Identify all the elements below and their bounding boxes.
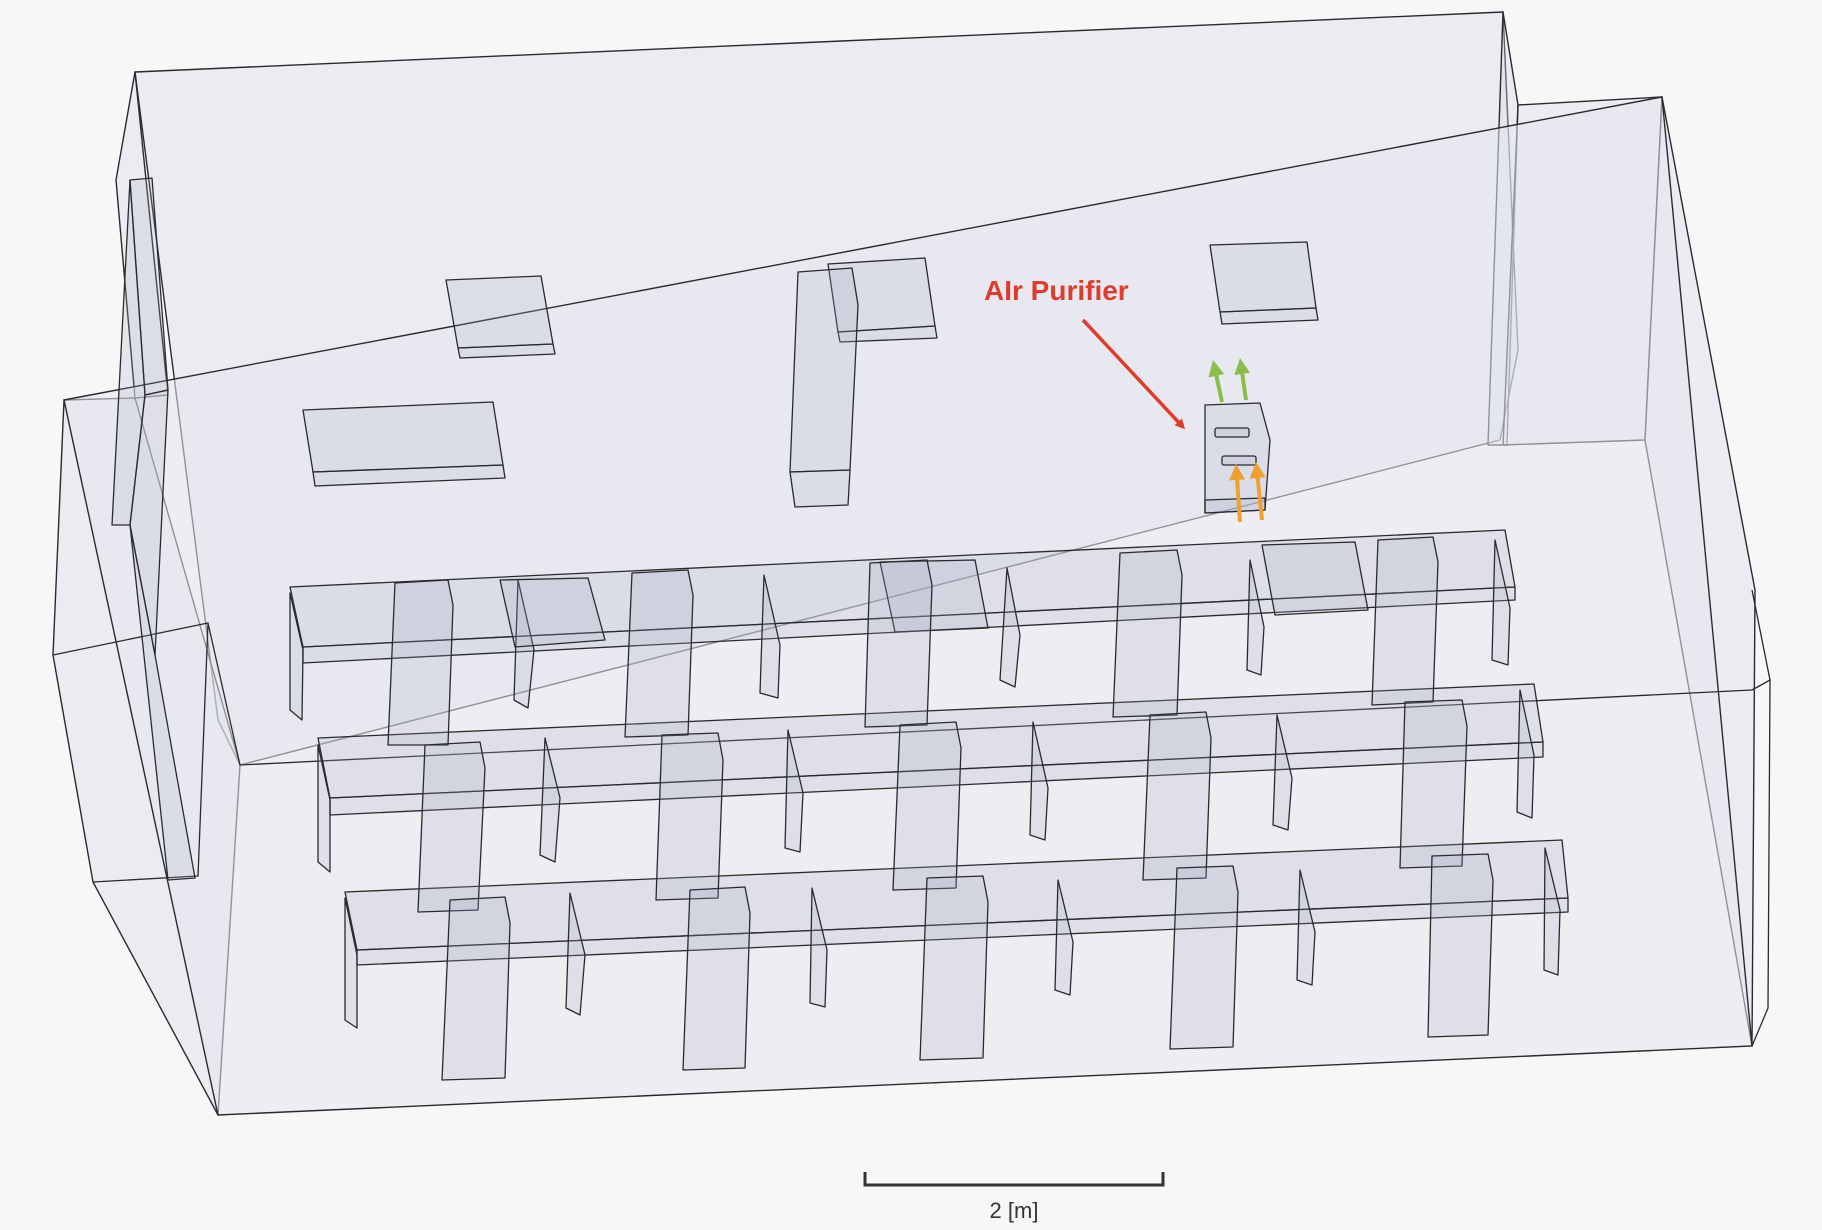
outlet-arrow	[1208, 360, 1225, 403]
air-purifier-body	[1204, 402, 1271, 514]
wall-cabinet	[302, 401, 504, 473]
purifier-outlet-slot	[1214, 427, 1250, 438]
back-wall-fixtures	[302, 241, 1319, 508]
back-column	[789, 267, 859, 473]
air-purifier	[1204, 402, 1271, 514]
scale-bar-line	[863, 1172, 1165, 1187]
purifier-annotation: AIr Purifier	[984, 275, 1186, 430]
annotation-label: AIr Purifier	[984, 275, 1129, 306]
annotation-pointer-arrow	[1081, 318, 1186, 430]
ceiling-vent-3	[1209, 241, 1317, 313]
purifier-inlet-slot	[1221, 455, 1257, 466]
inlet-arrows	[1229, 462, 1266, 523]
computer-towers	[387, 536, 1494, 1081]
ceiling-vent-1	[445, 275, 554, 349]
desk-rows	[289, 529, 1569, 1029]
inlet-arrow	[1249, 462, 1266, 521]
room-shell	[52, 11, 1771, 1116]
outlet-arrows	[1208, 358, 1251, 403]
inlet-arrow	[1229, 464, 1246, 523]
outlet-arrow	[1234, 358, 1251, 401]
scale-bar-label: 2 [m]	[990, 1198, 1039, 1223]
scale-bar: 2 [m]	[863, 1172, 1165, 1223]
flow-arrows	[1208, 358, 1266, 523]
